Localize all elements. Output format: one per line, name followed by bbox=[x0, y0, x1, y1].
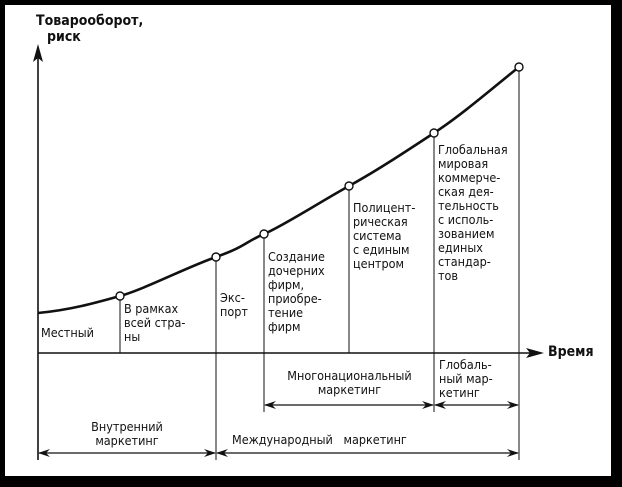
global-marketing-label: Глобаль- ный мар- кетинг bbox=[439, 357, 493, 400]
curve-node-5 bbox=[429, 128, 439, 138]
curve-node-4 bbox=[344, 181, 354, 191]
y-axis-label-line1: Товарооборот, bbox=[36, 13, 144, 29]
stage-label-local: Местный bbox=[41, 325, 94, 340]
y-axis-label-line2: риск bbox=[47, 29, 81, 45]
stage-label-polycentric: Полицент- рическая система с единым цент… bbox=[353, 200, 416, 271]
curve-node-2 bbox=[211, 252, 221, 262]
curve-node-6 bbox=[514, 62, 524, 72]
stage-label-global-commerce: Глобальная мировая коммерче- ская дея- т… bbox=[438, 142, 508, 283]
x-axis-label: Время bbox=[548, 344, 594, 360]
stage-label-national: В рамках всей стра- ны bbox=[124, 301, 186, 344]
stage-label-export: Экс- порт bbox=[220, 290, 248, 319]
multinational-marketing-label: Многонациональный маркетинг bbox=[287, 368, 412, 397]
internal-marketing-label: Внутренний маркетинг bbox=[91, 419, 163, 448]
diagram-frame bbox=[5, 5, 611, 476]
x-axis-arrowhead bbox=[526, 348, 544, 358]
curve-node-1 bbox=[115, 291, 125, 301]
curve-node-3 bbox=[259, 229, 269, 239]
y-axis-arrowhead bbox=[33, 44, 43, 62]
international-marketing-label: Международный маркетинг bbox=[232, 432, 407, 447]
stage-label-subsidiaries: Создание дочерних фирм, приобре- тение ф… bbox=[268, 249, 325, 334]
